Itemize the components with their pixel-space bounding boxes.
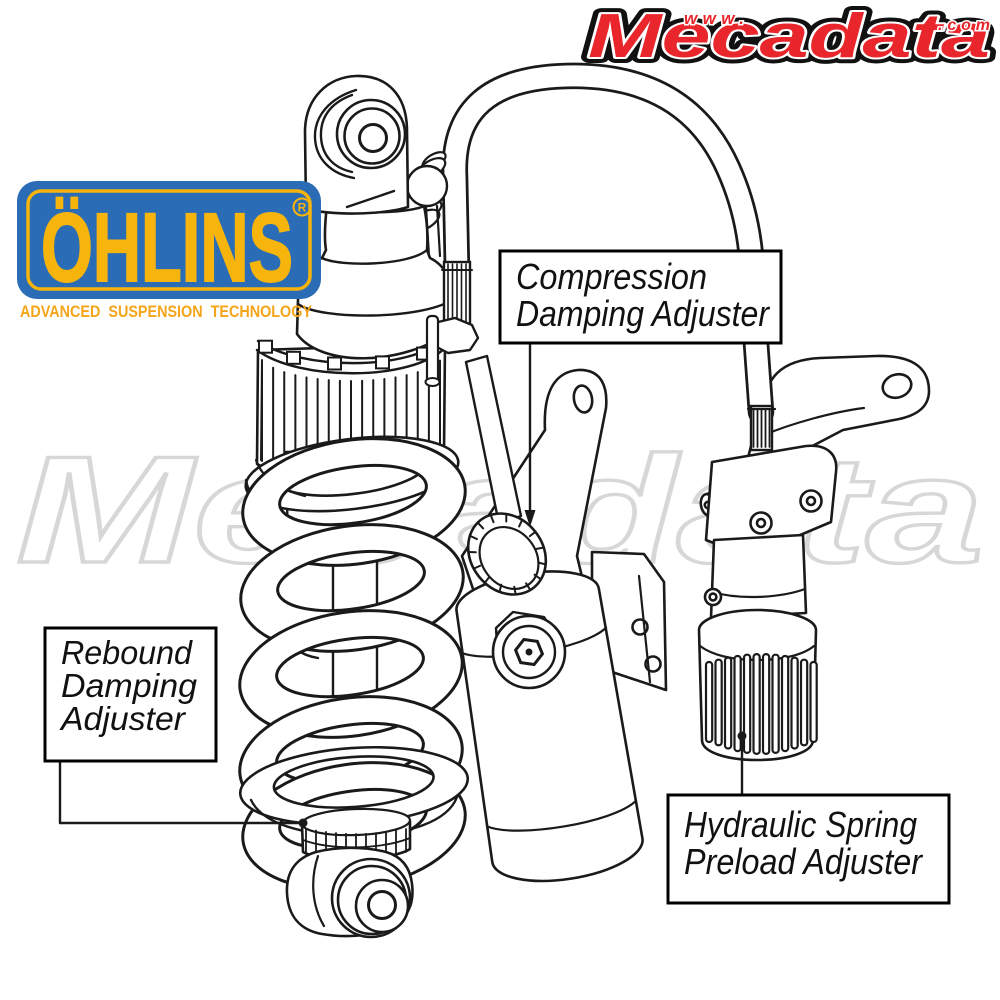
svg-text:Damping: Damping — [61, 667, 198, 704]
svg-text:Damping Adjuster: Damping Adjuster — [516, 293, 771, 334]
svg-text:.com: .com — [938, 17, 990, 34]
svg-text:Mecadata: Mecadata — [588, 2, 990, 71]
svg-text:ADVANCED SUSPENSION TECHNOLO: ADVANCED SUSPENSION TECHNOLOGY — [20, 303, 312, 321]
svg-text:Hydraulic Spring: Hydraulic Spring — [684, 804, 917, 845]
svg-text:Preload Adjuster: Preload Adjuster — [684, 841, 924, 882]
svg-text:Adjuster: Adjuster — [59, 700, 187, 737]
svg-text:Mecadata: Mecadata — [588, 2, 990, 71]
svg-text:ÖHLINS: ÖHLINS — [41, 193, 293, 302]
svg-text:Compression: Compression — [516, 256, 707, 297]
svg-text:R: R — [298, 201, 307, 215]
svg-text:Rebound: Rebound — [61, 634, 194, 671]
svg-text:Mecadata: Mecadata — [588, 2, 990, 71]
